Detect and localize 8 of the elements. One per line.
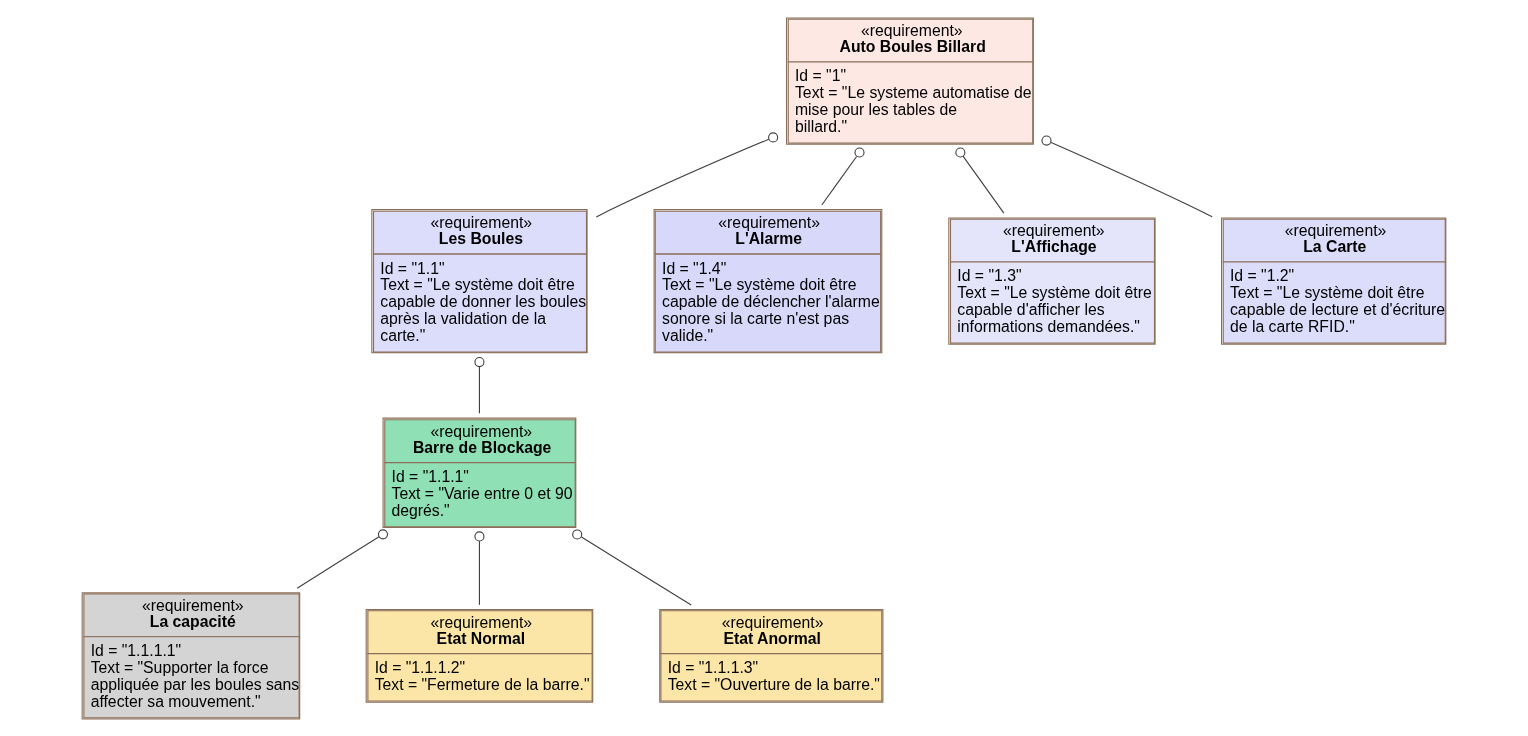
connector [474, 356, 485, 414]
connector [821, 146, 865, 206]
connector [296, 528, 389, 589]
connector [1041, 135, 1213, 217]
connector [595, 131, 779, 217]
connector [955, 146, 1005, 214]
connector [572, 528, 692, 606]
connector [474, 530, 485, 605]
